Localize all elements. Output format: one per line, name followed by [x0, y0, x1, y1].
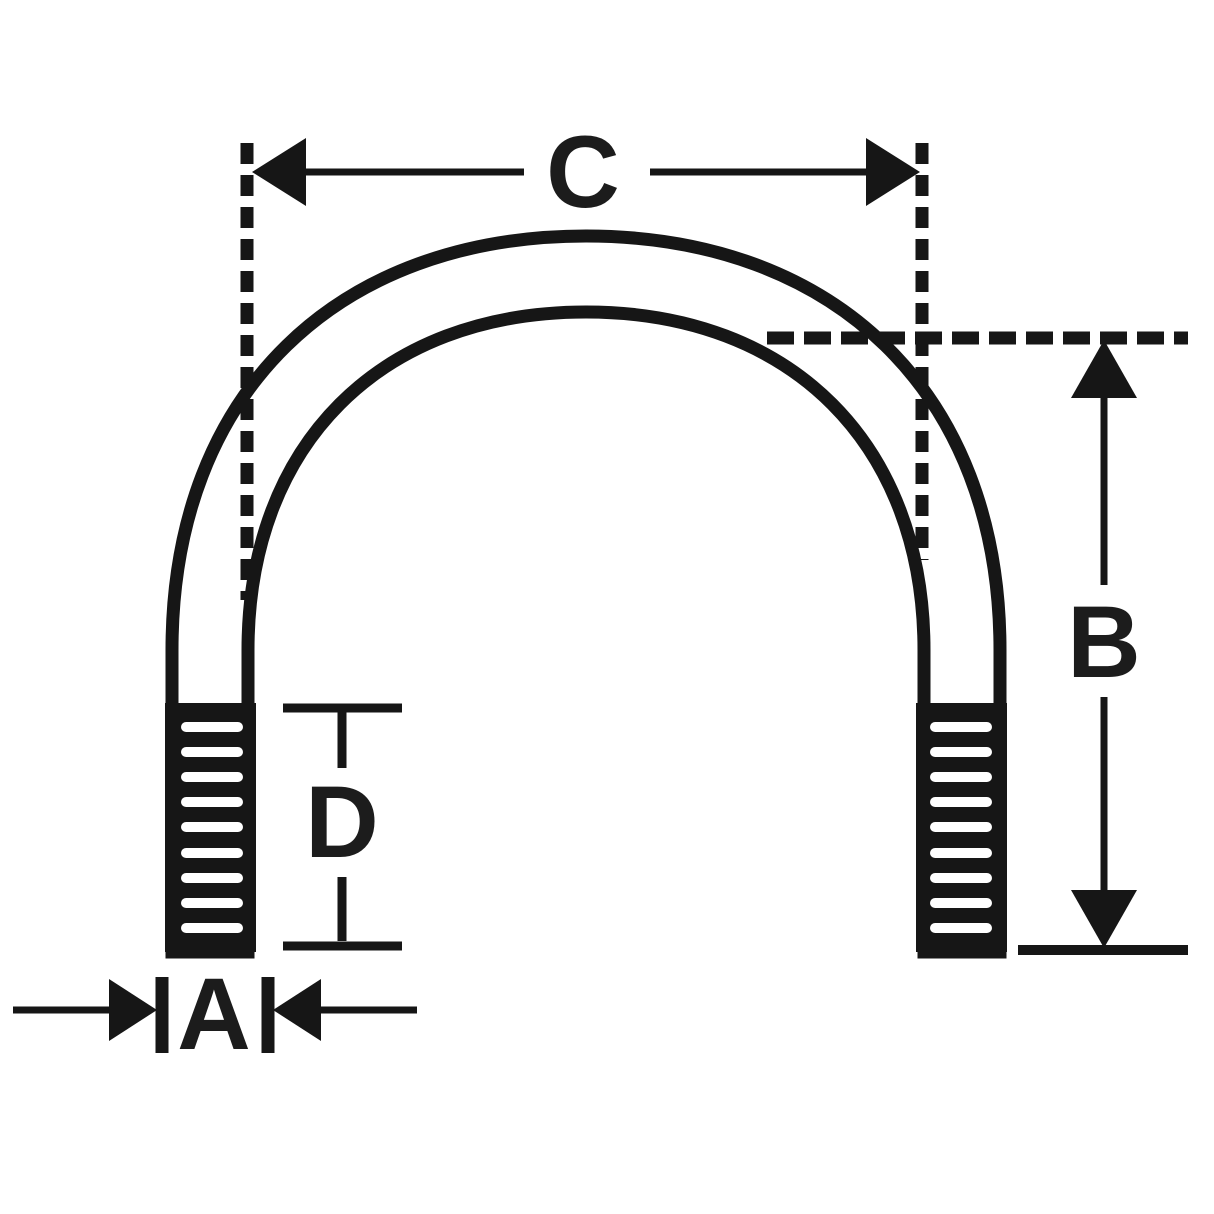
right-threaded-leg: [916, 703, 1007, 952]
thread-stripe: [181, 923, 243, 933]
dimension-c: C: [252, 115, 920, 229]
b-arrow-up-icon: [1071, 340, 1137, 398]
thread-stripe: [181, 822, 243, 832]
thread-stripe: [930, 772, 992, 782]
b-arrow-down-icon: [1071, 890, 1137, 948]
thread-stripe: [181, 898, 243, 908]
thread-stripe: [930, 747, 992, 757]
thread-stripe: [181, 797, 243, 807]
thread-stripe: [930, 873, 992, 883]
dimension-label-b: B: [1067, 585, 1141, 699]
thread-stripe: [930, 848, 992, 858]
dimension-a: A: [13, 957, 417, 1071]
thread-stripe: [181, 848, 243, 858]
c-arrow-right-icon: [866, 138, 920, 206]
thread-stripe: [930, 722, 992, 732]
thread-stripe: [930, 898, 992, 908]
dimension-b: B: [1018, 340, 1188, 955]
dimension-label-d: D: [305, 765, 379, 879]
thread-stripe: [181, 747, 243, 757]
thread-stripe: [930, 822, 992, 832]
u-bolt-body: [165, 229, 1007, 959]
thread-stripe: [181, 873, 243, 883]
dimension-label-c: C: [546, 115, 620, 229]
dimension-label-a: A: [177, 957, 251, 1071]
a-arrow-right-icon: [109, 979, 157, 1041]
thread-stripe: [181, 722, 243, 732]
thread-stripe: [181, 772, 243, 782]
a-arrow-left-icon: [273, 979, 321, 1041]
thread-stripe: [930, 923, 992, 933]
c-arrow-left-icon: [252, 138, 306, 206]
dimension-d: D: [283, 703, 402, 951]
left-threaded-leg: [165, 703, 256, 952]
thread-stripe: [930, 797, 992, 807]
